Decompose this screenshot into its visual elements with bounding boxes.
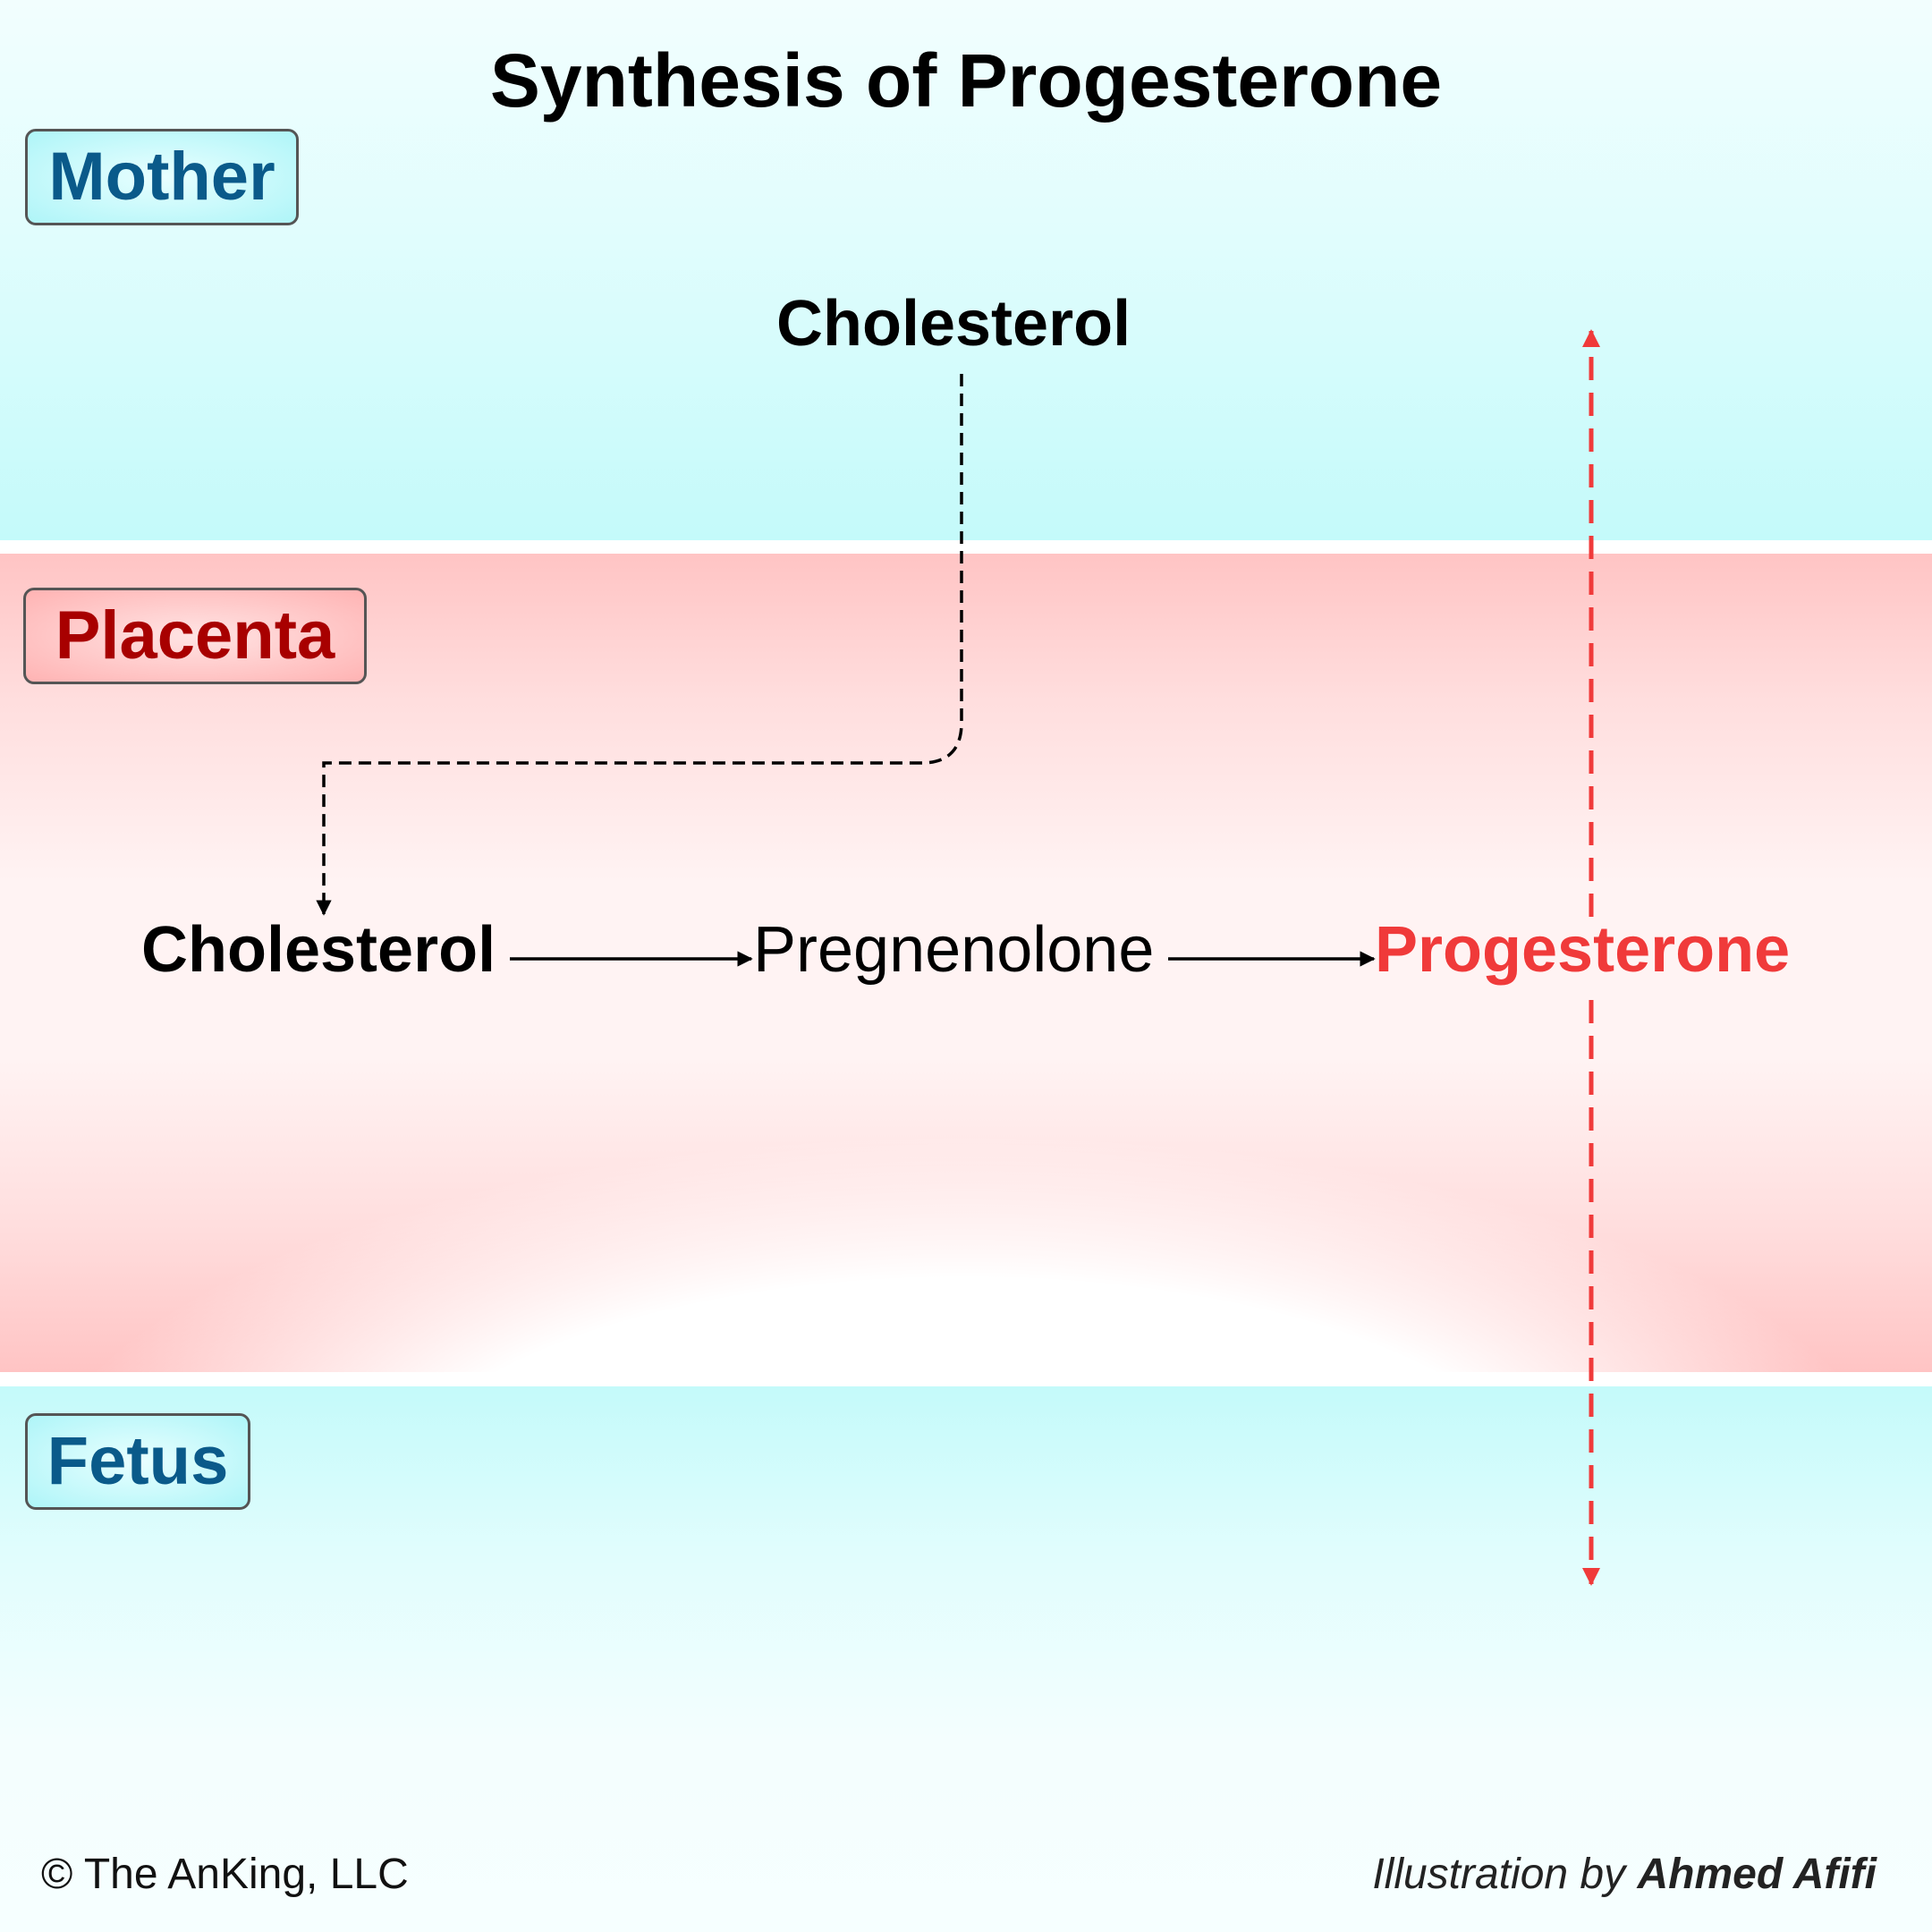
cholesterol-placental-node: Cholesterol xyxy=(141,914,496,986)
credit-author: Ahmed Afifi xyxy=(1637,1851,1877,1898)
transfer-arrow-cholesterol xyxy=(316,374,963,916)
pregnenolone-node: Pregnenolone xyxy=(753,914,1155,986)
diagram-title: Synthesis of Progesterone xyxy=(489,38,1443,123)
placenta-region-band xyxy=(0,554,1932,1372)
mother-region-band xyxy=(0,0,1932,540)
progesterone-node: Progesterone xyxy=(1375,914,1791,986)
cholesterol-maternal-node: Cholesterol xyxy=(776,288,1131,360)
copyright-notice: © The AnKing, LLC xyxy=(41,1851,409,1898)
placenta-label: Placenta xyxy=(23,588,367,684)
fetus-region-band xyxy=(0,1386,1932,1932)
fetus-label: Fetus xyxy=(25,1413,250,1510)
mother-label: Mother xyxy=(25,129,299,225)
credit-prefix: Illustration by xyxy=(1372,1851,1626,1898)
illustration-credit: Illustration by Ahmed Afifi xyxy=(1372,1850,1877,1899)
